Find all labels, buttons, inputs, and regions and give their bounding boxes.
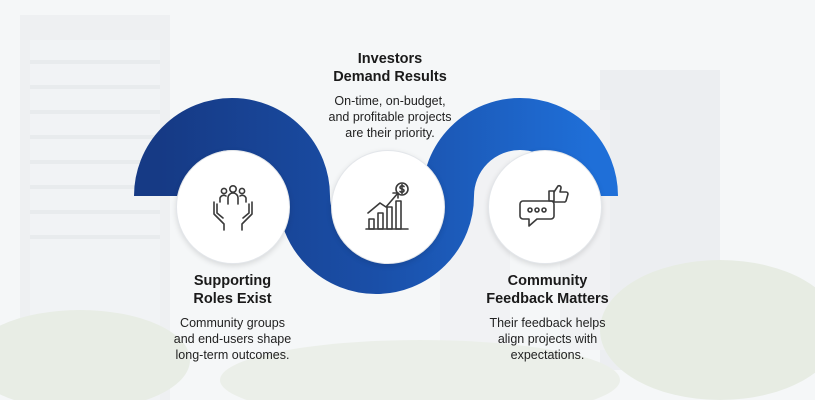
step-circle-supporting-roles (176, 150, 290, 264)
step-title: Community Feedback Matters (486, 273, 609, 307)
step-description: Community groups and end-users shape lon… (173, 316, 292, 362)
investment-growth-icon (365, 182, 409, 230)
community-hands-icon (213, 185, 253, 231)
step-title: Investors Demand Results (333, 51, 447, 85)
step-title: Supporting Roles Exist (193, 273, 272, 307)
step-circle-community-feedback (488, 150, 602, 264)
step-investors-text: Investors Demand Results On-time, on-bud… (300, 50, 480, 141)
step-supporting-roles-text: Supporting Roles Exist Community groups … (145, 272, 320, 363)
step-description: Their feedback helps align projects with… (489, 316, 606, 362)
step-community-feedback-text: Community Feedback Matters Their feedbac… (455, 272, 640, 363)
step-description: On-time, on-budget, and profitable proje… (328, 94, 452, 140)
feedback-thumbs-up-icon (519, 184, 569, 227)
step-circle-investors (331, 150, 445, 264)
